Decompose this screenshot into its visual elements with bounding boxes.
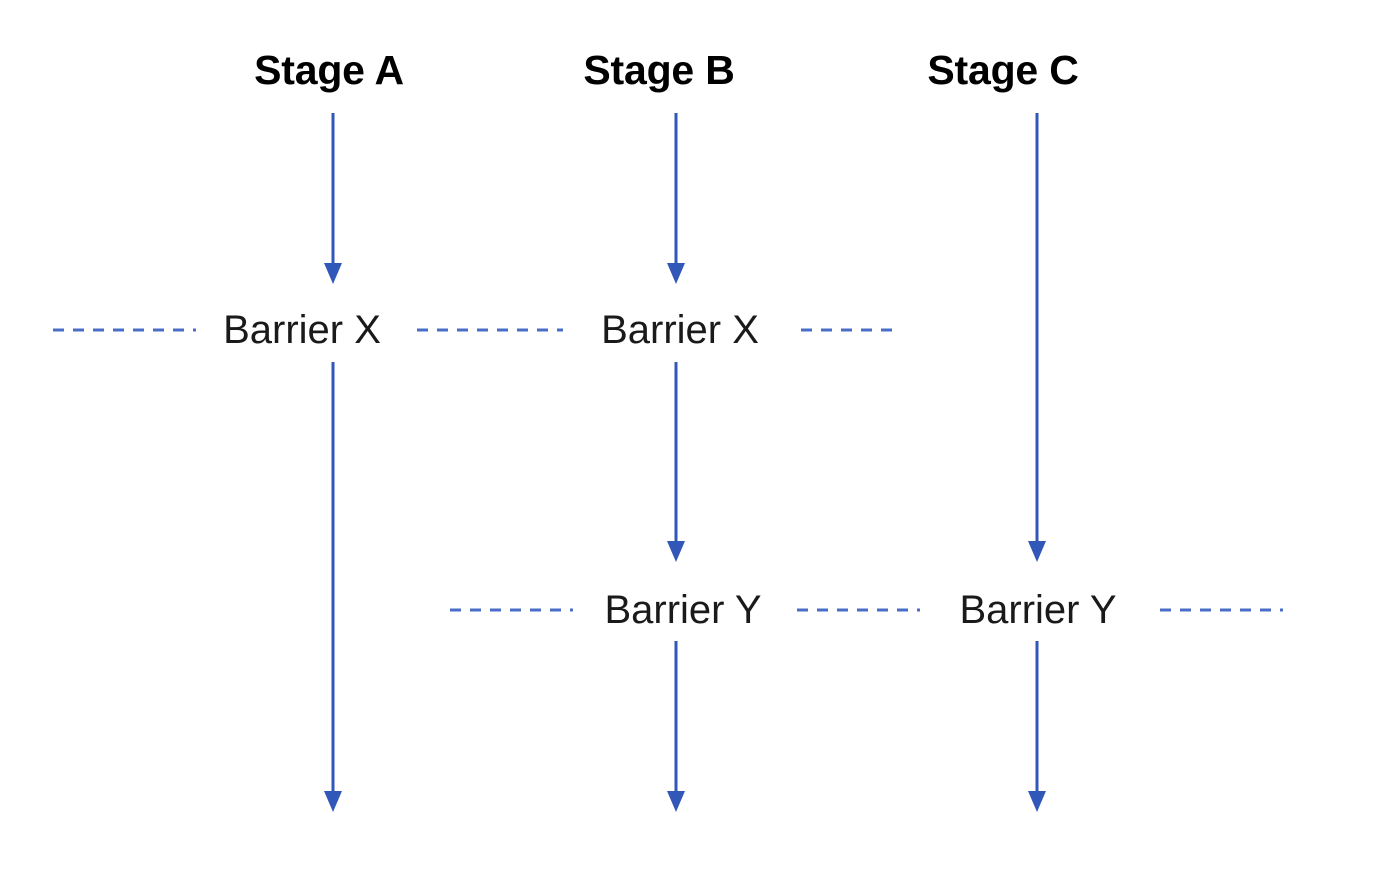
stage-b-top-arrow — [667, 113, 685, 284]
barrier-x-dash-left — [53, 328, 196, 332]
stage-a-top-arrow — [324, 113, 342, 284]
stage-c-top-arrow — [1028, 113, 1046, 562]
barrier-node-x-stage-a: Barrier X — [217, 310, 387, 350]
column-title-stage-b: Stage B — [583, 47, 735, 93]
barrier-x-dash-middle — [417, 328, 563, 332]
barrier-node-y-stage-c: Barrier Y — [953, 590, 1123, 630]
barrier-node-y-stage-b: Barrier Y — [598, 590, 768, 630]
barrier-y-dash-middle — [797, 608, 920, 612]
barrier-y-dash-right — [1160, 608, 1283, 612]
stage-c-bottom-arrow — [1028, 641, 1046, 812]
column-title-stage-a: Stage A — [254, 47, 404, 93]
stage-b-bottom-arrow — [667, 641, 685, 812]
stage-b-middle-arrow — [667, 362, 685, 562]
barrier-x-dash-right — [801, 328, 895, 332]
barrier-node-x-stage-b: Barrier X — [595, 310, 765, 350]
column-title-stage-c: Stage C — [927, 47, 1079, 93]
stage-a-bottom-arrow — [324, 362, 342, 812]
barrier-y-dash-left — [450, 608, 573, 612]
